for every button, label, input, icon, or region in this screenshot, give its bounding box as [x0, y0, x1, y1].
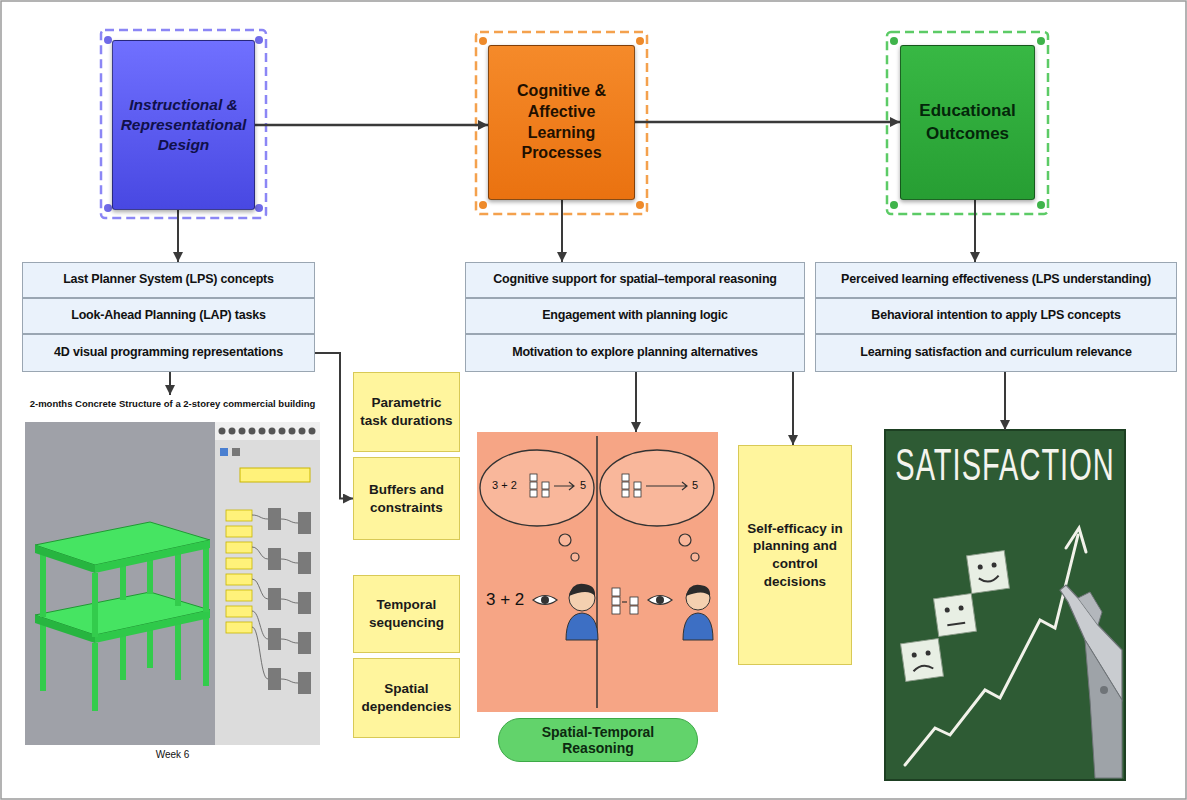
list-item-box: 4D visual programming representations: [22, 334, 315, 372]
factor-box: Self-efficacy in planning and control de…: [738, 445, 852, 665]
node-label: Instructional & Representational Design: [121, 95, 247, 155]
flow-arrow: [169, 372, 171, 395]
result-pill: Spatial-Temporal Reasoning: [498, 718, 698, 762]
node-label: Behavioral intention to apply LPS concep…: [871, 308, 1120, 324]
model-image-panel: 2-months Concrete Structure of a 2-store…: [15, 395, 330, 770]
flow-arrow: [315, 353, 353, 499]
factor-box: Temporal sequencing: [353, 575, 460, 653]
node-label: Buffers and constraints: [359, 481, 454, 516]
reasoning-image-panel: 3 + 2 5 5 3 + 2: [477, 432, 718, 712]
factor-box: Spatial dependencies: [353, 658, 460, 738]
node-label: Motivation to explore planning alternati…: [512, 345, 758, 361]
flow-arrow: [1004, 372, 1006, 430]
list-item-box: Last Planner System (LPS) concepts: [22, 262, 315, 298]
list-item-box: Learning satisfaction and curriculum rel…: [815, 334, 1177, 372]
stage-box: Instructional & Representational Design: [112, 40, 255, 210]
node-label: Perceived learning effectiveness (LPS un…: [841, 272, 1151, 288]
list-item-box: Perceived learning effectiveness (LPS un…: [815, 262, 1177, 298]
flow-arrow: [561, 200, 563, 262]
list-item-box: Motivation to explore planning alternati…: [465, 334, 805, 372]
list-item-box: Look-Ahead Planning (LAP) tasks: [22, 298, 315, 334]
flow-arrow: [635, 121, 900, 124]
illustration-text: 3 + 2: [486, 590, 524, 610]
node-label: Self-efficacy in planning and control de…: [744, 520, 846, 590]
flow-arrow: [177, 210, 179, 262]
stage-box: Cognitive & Affective Learning Processes: [488, 45, 635, 200]
illustration-text: 5: [580, 479, 586, 491]
node-label: Educational Outcomes: [909, 100, 1026, 144]
node-label: Cognitive & Affective Learning Processes: [497, 81, 626, 164]
node-label: Cognitive support for spatial–temporal r…: [493, 272, 777, 288]
node-label: Parametric task durations: [359, 394, 454, 429]
stage-box: Educational Outcomes: [900, 45, 1035, 200]
node-label: Spatial-Temporal Reasoning: [509, 724, 687, 756]
dashed-frame: [101, 30, 266, 218]
node-label: 4D visual programming representations: [54, 345, 283, 361]
list-item-box: Cognitive support for spatial–temporal r…: [465, 262, 805, 298]
node-label: Spatial dependencies: [359, 680, 454, 715]
node-label: Engagement with planning logic: [542, 308, 728, 324]
illustration-text: SATISFACTION: [885, 444, 1125, 488]
node-label: Learning satisfaction and curriculum rel…: [860, 345, 1131, 361]
flow-arrow: [974, 200, 976, 262]
list-item-box: Engagement with planning logic: [465, 298, 805, 334]
illustration-text: Week 6: [15, 749, 330, 760]
model-illustration: [25, 422, 320, 745]
illustration-text: 2-months Concrete Structure of a 2-store…: [15, 398, 330, 409]
dashed-frame: [476, 32, 647, 214]
flow-arrow: [635, 372, 637, 432]
node-label: Look-Ahead Planning (LAP) tasks: [71, 308, 266, 324]
dashed-frame: [887, 32, 1048, 214]
satisfaction-illustration: [885, 430, 1125, 780]
node-label: Last Planner System (LPS) concepts: [63, 272, 274, 288]
factor-box: Buffers and constraints: [353, 457, 460, 540]
factor-box: Parametric task durations: [353, 372, 460, 452]
satisfaction-image-panel: SATISFACTION: [885, 430, 1125, 780]
reasoning-illustration: [477, 432, 718, 712]
illustration-text: 3 + 2: [492, 479, 517, 491]
flow-arrow: [792, 372, 794, 445]
illustration-text: 5: [692, 479, 698, 491]
node-label: Temporal sequencing: [359, 596, 454, 631]
list-item-box: Behavioral intention to apply LPS concep…: [815, 298, 1177, 334]
flow-arrow: [255, 124, 488, 127]
